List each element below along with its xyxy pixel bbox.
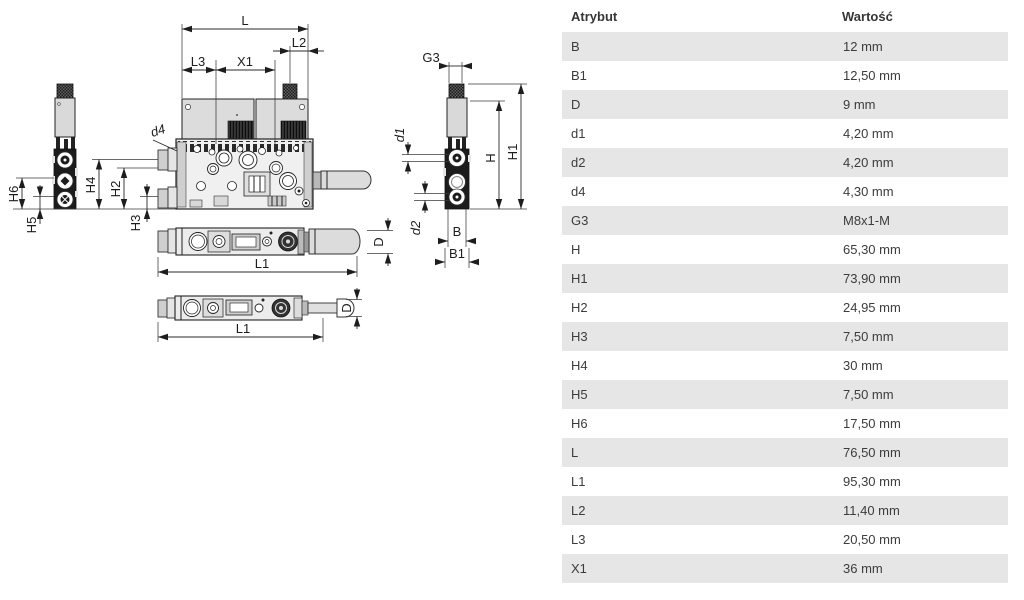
dim-label-H4: H4 <box>83 177 98 194</box>
value-cell: 24,95 mm <box>843 300 901 315</box>
dim-label-D: D <box>371 237 386 246</box>
view-side-left <box>52 83 78 210</box>
table-row: H5 7,50 mm <box>562 380 1008 409</box>
table-body: B 12 mm B1 12,50 mm D 9 mm d1 4,20 mm d2 4,20… <box>562 32 1008 583</box>
dim-label-L1: L1 <box>255 256 269 271</box>
attribute-cell: B1 <box>571 68 587 83</box>
value-cell: 76,50 mm <box>843 445 901 460</box>
attribute-cell: D <box>571 97 581 112</box>
dim-label-H3: H3 <box>128 215 143 232</box>
value-cell: 65,30 mm <box>843 242 901 257</box>
dim-label-B: B <box>453 224 462 239</box>
value-cell: M8x1-M <box>843 213 890 228</box>
attribute-cell: X1 <box>571 561 587 576</box>
value-cell: 12 mm <box>843 39 883 54</box>
attribute-cell: H <box>571 242 581 257</box>
attribute-cell: d1 <box>571 126 586 141</box>
table-row: G3 M8x1-M <box>562 206 1008 235</box>
value-cell: 7,50 mm <box>843 329 894 344</box>
dim-label-H2: H2 <box>108 181 123 198</box>
attribute-cell: H3 <box>571 329 588 344</box>
view-bottom-1 <box>157 227 361 256</box>
attribute-cell: H4 <box>571 358 588 373</box>
table-header-row: Atrybut Wartość <box>562 0 1008 32</box>
dim-label-L3: L3 <box>191 54 205 69</box>
attribute-cell: H6 <box>571 416 588 431</box>
value-cell: 7,50 mm <box>843 387 894 402</box>
value-cell: 36 mm <box>843 561 883 576</box>
table-row: d1 4,20 mm <box>562 119 1008 148</box>
value-cell: 4,20 mm <box>843 155 894 170</box>
table-row: L3 20,50 mm <box>562 525 1008 554</box>
value-cell: 12,50 mm <box>843 68 901 83</box>
dim-label-H6: H6 <box>6 186 21 203</box>
table-row: H 65,30 mm <box>562 235 1008 264</box>
value-cell: 4,30 mm <box>843 184 894 199</box>
table-row: H6 17,50 mm <box>562 409 1008 438</box>
value-cell: 4,20 mm <box>843 126 894 141</box>
value-cell: 9 mm <box>843 97 876 112</box>
dim-label-L: L <box>241 13 248 28</box>
table-row: X1 36 mm <box>562 554 1008 583</box>
value-cell: 17,50 mm <box>843 416 901 431</box>
dim-label-H5: H5 <box>24 217 39 234</box>
dim-label-H: H <box>483 153 498 162</box>
attributes-table: Atrybut Wartość B 12 mm B1 12,50 mm D 9 mm … <box>562 0 1008 583</box>
attribute-cell: B <box>571 39 580 54</box>
table-row: d4 4,30 mm <box>562 177 1008 206</box>
value-cell: 30 mm <box>843 358 883 373</box>
table-row: H1 73,90 mm <box>562 264 1008 293</box>
view-side-right <box>443 83 471 247</box>
view-bottom-2 <box>157 295 355 321</box>
attribute-cell: H2 <box>571 300 588 315</box>
table-row: B1 12,50 mm <box>562 61 1008 90</box>
table-row: H3 7,50 mm <box>562 322 1008 351</box>
table-row: D 9 mm <box>562 90 1008 119</box>
dim-label-G3: G3 <box>422 50 439 65</box>
attribute-cell: d2 <box>571 155 586 170</box>
attribute-cell: G3 <box>571 213 589 228</box>
table-row: L 76,50 mm <box>562 438 1008 467</box>
table-row: d2 4,20 mm <box>562 148 1008 177</box>
value-cell: 95,30 mm <box>843 474 901 489</box>
table-row: H2 24,95 mm <box>562 293 1008 322</box>
dim-label-X1: X1 <box>237 54 253 69</box>
table-row: L1 95,30 mm <box>562 467 1008 496</box>
value-cell: 73,90 mm <box>843 271 901 286</box>
attribute-cell: L1 <box>571 474 586 489</box>
column-header-value: Wartość <box>842 8 893 24</box>
table-row: H4 30 mm <box>562 351 1008 380</box>
dim-label-D2: D <box>339 303 354 312</box>
attribute-cell: L <box>571 445 579 460</box>
value-cell: 20,50 mm <box>843 532 901 547</box>
attribute-cell: L3 <box>571 532 586 547</box>
attribute-cell: H5 <box>571 387 588 402</box>
dim-label-L2: L2 <box>292 35 306 50</box>
value-cell: 11,40 mm <box>843 503 900 518</box>
dim-label-d4: d4 <box>149 121 167 140</box>
dim-label-H1: H1 <box>505 144 520 161</box>
table-row: B 12 mm <box>562 32 1008 61</box>
view-front <box>157 83 372 210</box>
attribute-cell: d4 <box>571 184 586 199</box>
dim-label-d1: d1 <box>392 128 407 142</box>
technical-drawing: L L2 L3 X1 d4 H4 H2 <box>6 13 527 342</box>
dimensions: L L2 L3 X1 d4 H4 H2 <box>6 13 527 342</box>
dim-label-L1-2: L1 <box>236 321 250 336</box>
dim-label-B1: B1 <box>449 246 465 261</box>
table-row: L2 11,40 mm <box>562 496 1008 525</box>
dim-label-d2: d2 <box>408 220 423 235</box>
attribute-cell: H1 <box>571 271 588 286</box>
column-header-attribute: Atrybut <box>571 8 618 24</box>
attribute-cell: L2 <box>571 503 586 518</box>
